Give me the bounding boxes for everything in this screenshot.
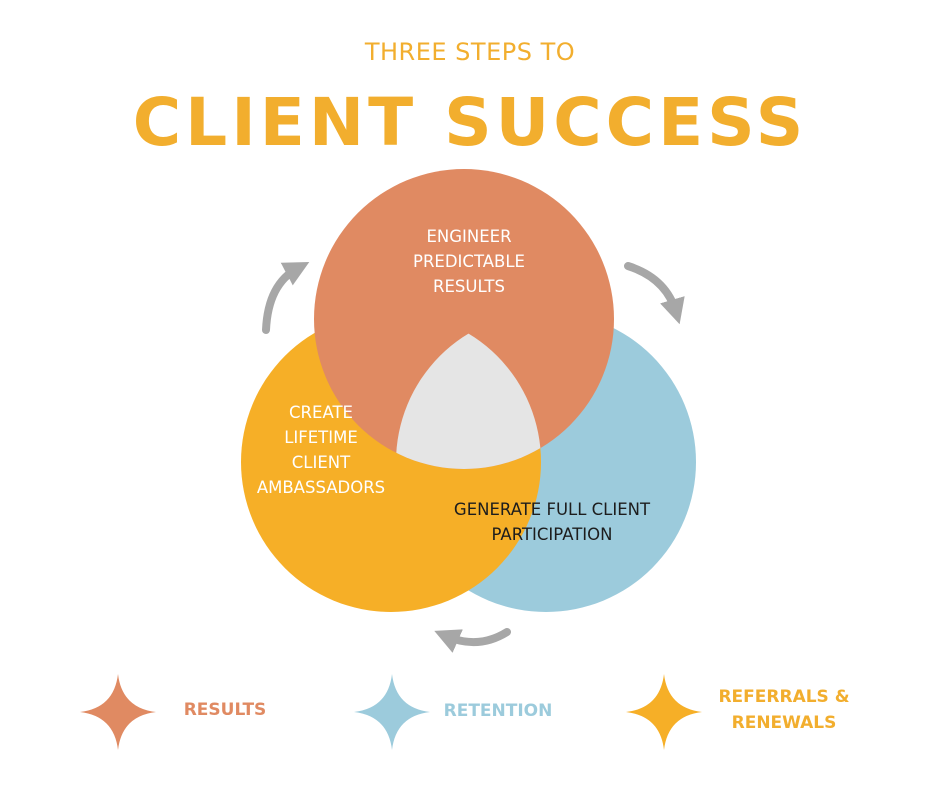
legend-star-referrals xyxy=(626,674,702,750)
center-overlap xyxy=(396,312,541,469)
legend-star-results xyxy=(80,674,156,750)
arrow-bottom xyxy=(434,628,511,653)
legend-label-results: RESULTS xyxy=(183,700,267,720)
diagram-title: CLIENT SUCCESS xyxy=(132,84,808,161)
legend-star-retention xyxy=(354,674,430,750)
label-engineer-results: ENGINEER PREDICTABLE RESULTS xyxy=(413,227,525,296)
circle-results xyxy=(314,169,614,469)
arrow-top-left xyxy=(262,261,310,334)
label-create-ambassadors: CREATE LIFETIME CLIENT AMBASSADORS xyxy=(256,403,386,497)
legend-label-referrals: REFERRALS & RENEWALS xyxy=(718,687,850,733)
diagram-subtitle: THREE STEPS TO xyxy=(364,38,576,66)
legend-label-retention: RETENTION xyxy=(443,701,553,721)
label-generate-participation: GENERATE FULL CLIENT PARTICIPATION xyxy=(453,500,651,544)
arrow-top-right xyxy=(624,262,685,325)
